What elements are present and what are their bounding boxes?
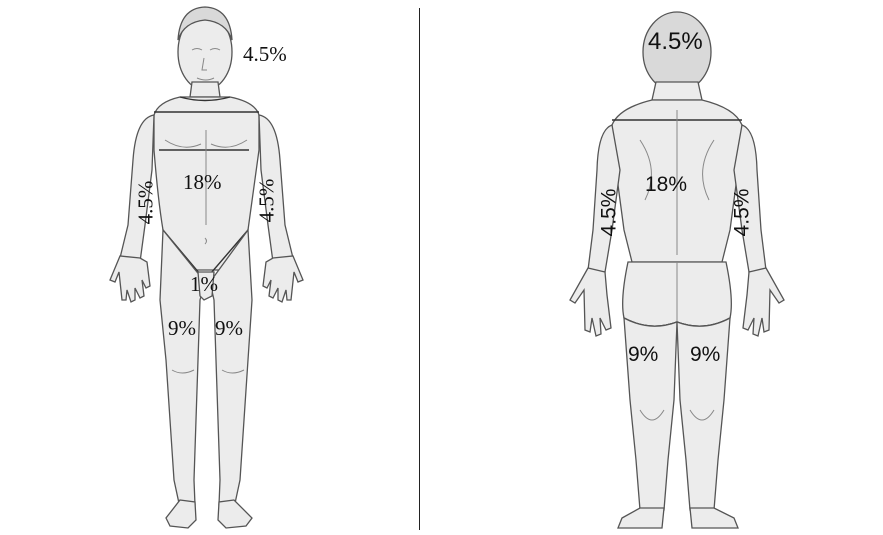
back-left-foot xyxy=(618,508,664,528)
back-left-leg-percent: 9% xyxy=(628,344,658,365)
back-right-hand xyxy=(743,268,784,336)
back-head-percent: 4.5% xyxy=(648,30,703,54)
back-right-leg-percent: 9% xyxy=(690,344,720,365)
back-left-arm-percent: 4.5% xyxy=(598,189,619,237)
back-right-foot xyxy=(690,508,738,528)
back-torso-percent: 18% xyxy=(645,174,687,195)
back-right-arm-percent: 4.5% xyxy=(731,189,752,237)
back-left-hand xyxy=(570,268,611,336)
